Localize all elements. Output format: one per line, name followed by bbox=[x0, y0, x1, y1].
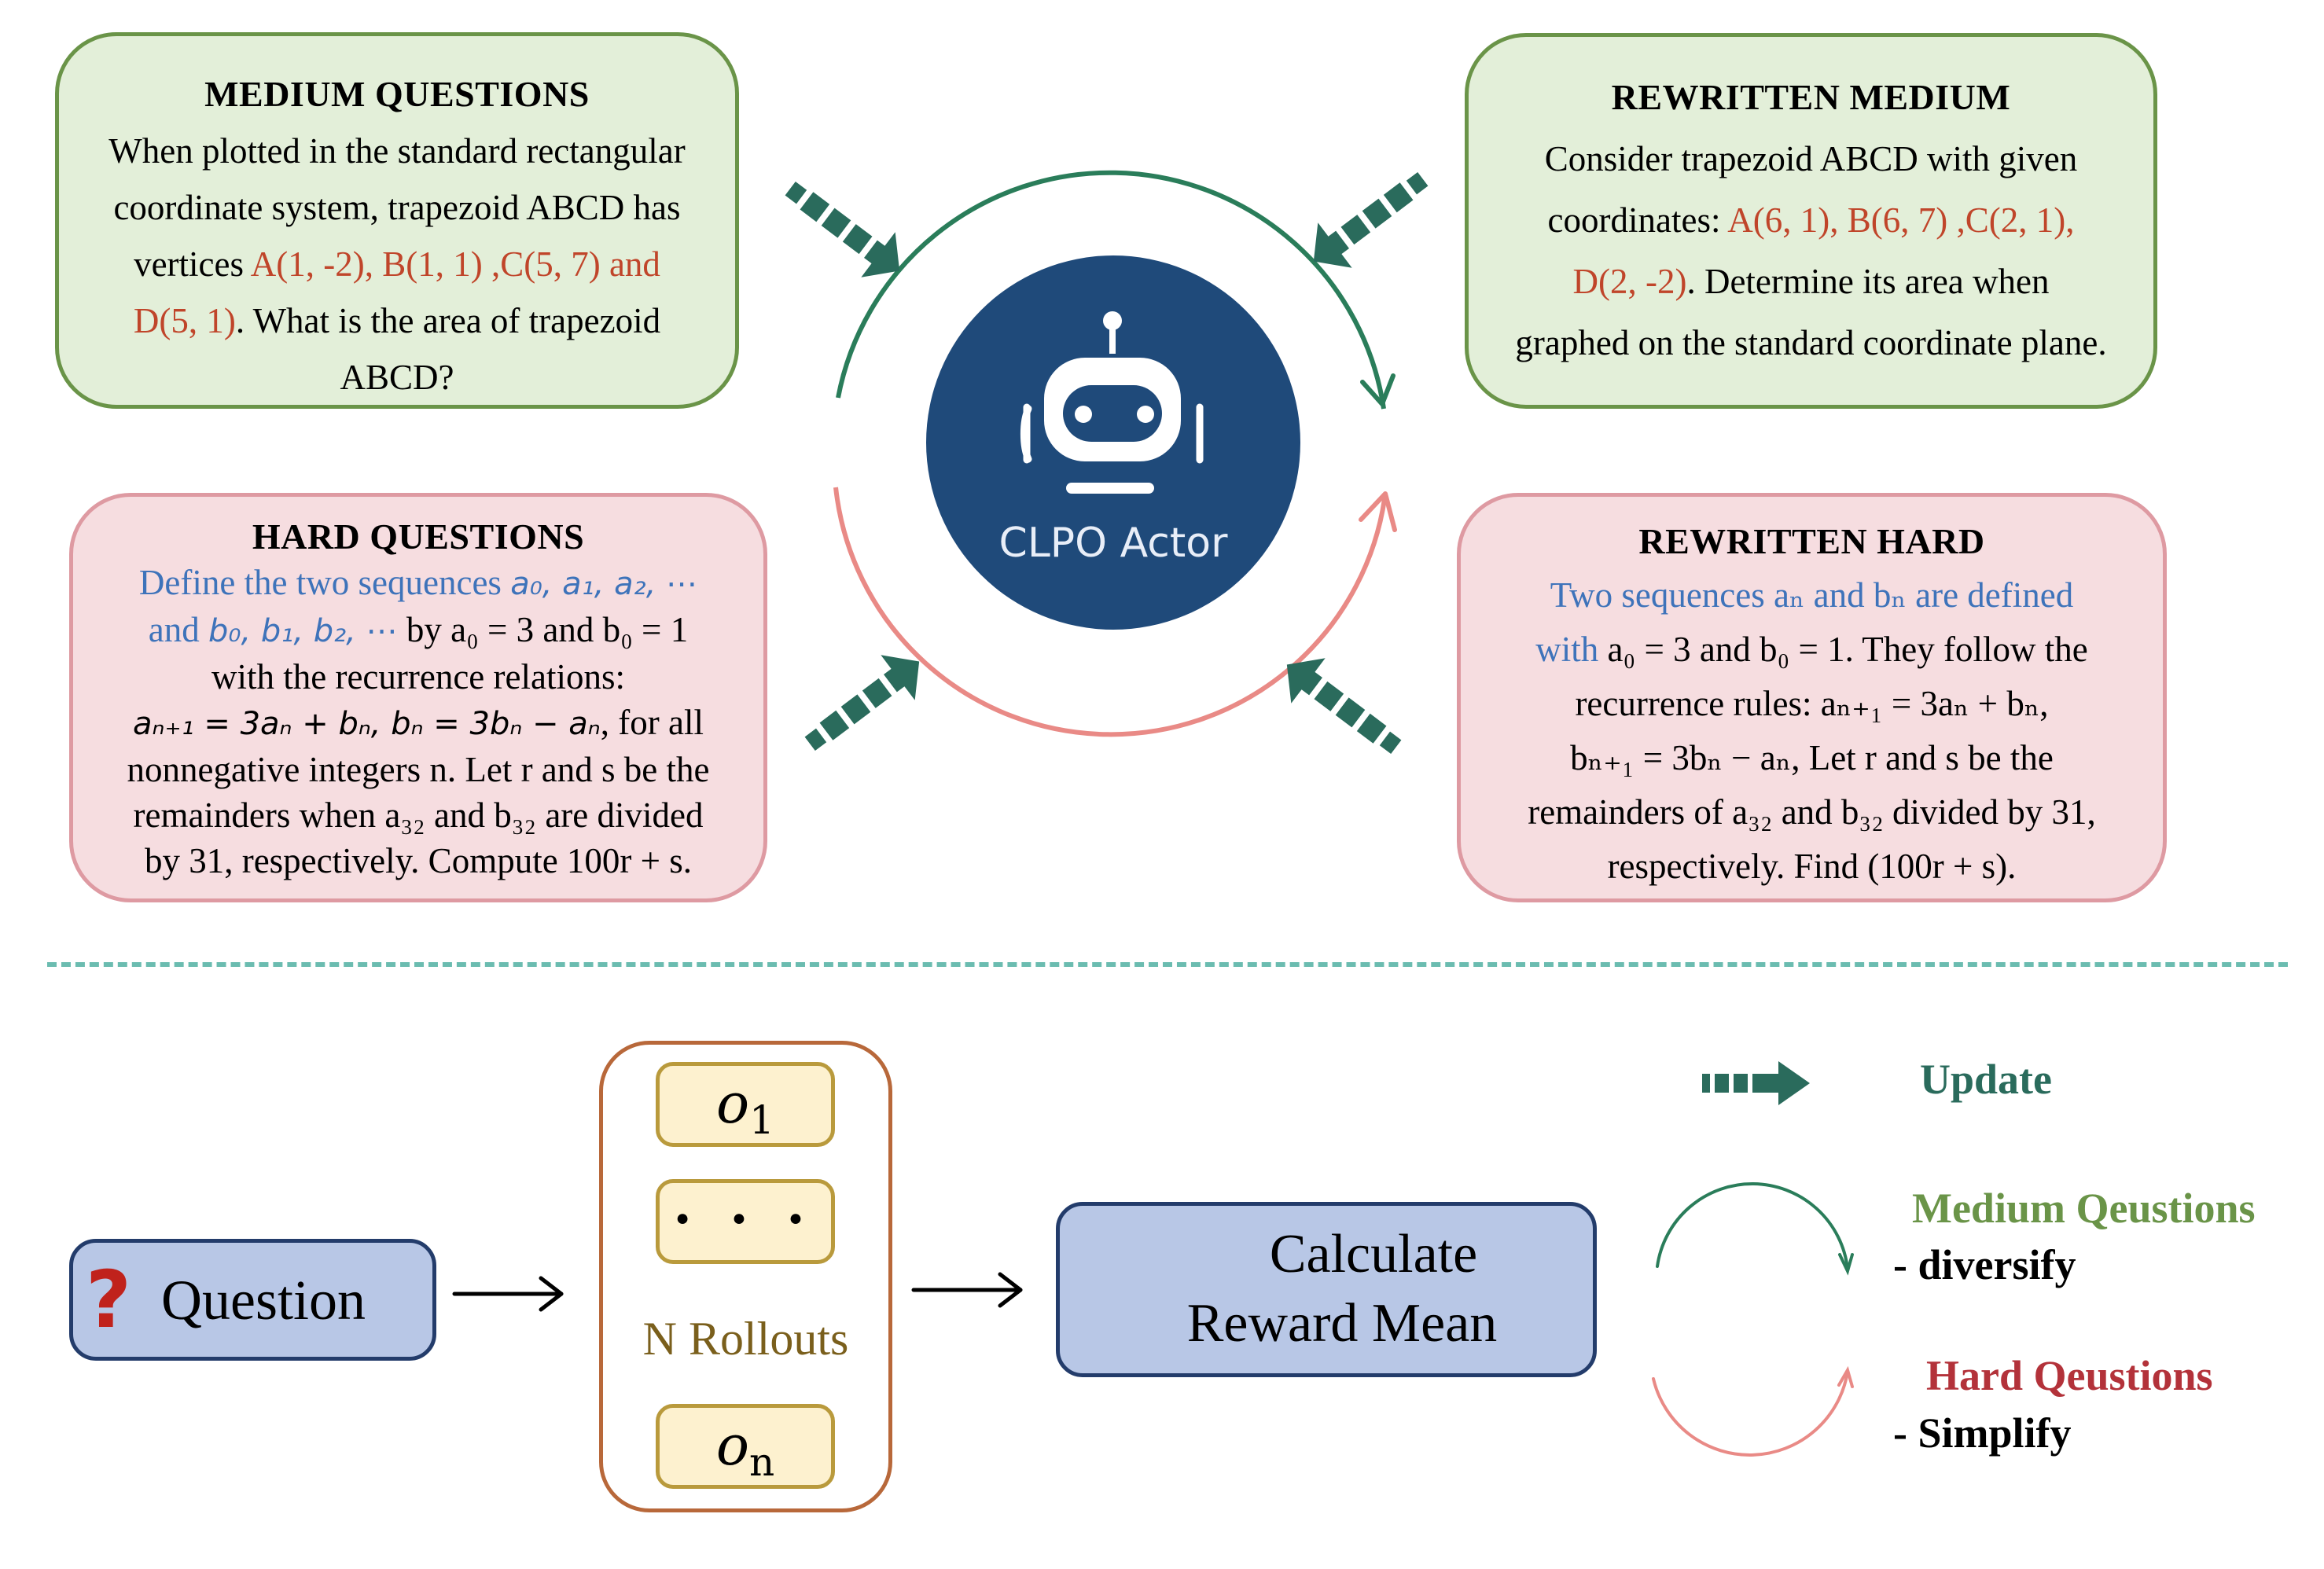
text-line: D(5, 1). What is the area of trapezoid bbox=[59, 292, 735, 349]
legend-update-label: Update bbox=[1920, 1056, 2053, 1103]
question-box: ? Question bbox=[69, 1239, 436, 1361]
hard-cycle-arrowhead bbox=[1359, 491, 1397, 532]
text-span: with bbox=[1535, 630, 1608, 669]
text-line: vertices A(1, -2), B(1, 1) ,C(5, 7) and bbox=[59, 236, 735, 292]
text-line: Consider trapezoid ABCD with given bbox=[1544, 139, 2078, 178]
rollout-1: o1 bbox=[656, 1062, 835, 1147]
text-span: , for all bbox=[600, 703, 704, 742]
text-line: remainders of a₃₂ and b₃₂ divided by 31, bbox=[1528, 792, 2096, 832]
hard-questions-title: HARD QUESTIONS bbox=[252, 516, 585, 557]
robot-icon bbox=[1020, 311, 1204, 494]
text-line: Two sequences aₙ and bₙ are defined bbox=[1550, 575, 2074, 615]
arrow-rollouts-to-calc bbox=[911, 1272, 1023, 1308]
medium-questions-title: MEDIUM QUESTIONS bbox=[204, 74, 590, 114]
rollout-ellipsis: • • • bbox=[656, 1179, 835, 1264]
rollout-subscript: n bbox=[748, 1439, 775, 1485]
calc-label-line1: Calculate bbox=[1269, 1224, 1478, 1284]
text-span: by a₀ = 3 and b₀ = 1 bbox=[397, 610, 689, 649]
coordinates-highlight: A(1, -2), B(1, 1) ,C(5, 7) and bbox=[250, 244, 660, 284]
text-line: respectively. Find (100r + s). bbox=[1607, 847, 2017, 886]
rollouts-group: o1 • • • N Rollouts on bbox=[599, 1041, 892, 1512]
text-span: . Determine its area when bbox=[1686, 262, 2050, 301]
math-span: a₀, a₁, a₂, ⋯ bbox=[510, 566, 698, 602]
legend-hard-title: Hard Qeustions bbox=[1926, 1352, 2213, 1399]
text-line: recurrence rules: aₙ₊₁ = 3aₙ + bₙ, bbox=[1575, 684, 2049, 723]
update-arrow-top-right bbox=[1313, 171, 1429, 268]
section-separator bbox=[47, 962, 2288, 967]
calculate-reward-box: Calculate Reward Mean bbox=[1056, 1202, 1597, 1377]
text-line: with a₀ = 3 and b₀ = 1. They follow the bbox=[1461, 623, 2163, 677]
legend-update-arrow-icon bbox=[1702, 1061, 1810, 1105]
text-line: ABCD? bbox=[340, 358, 454, 397]
update-arrow-bottom-left bbox=[804, 655, 920, 751]
coordinates-highlight: D(5, 1) bbox=[133, 301, 236, 340]
rollout-symbol: o bbox=[716, 1071, 750, 1136]
question-mark-icon: ? bbox=[86, 1254, 132, 1346]
text-line: and b₀, b₁, b₂, ⋯ by a₀ = 3 and b₀ = 1 bbox=[73, 607, 763, 654]
text-line: bₙ₊₁ = 3bₙ − aₙ, Let r and s be the bbox=[1570, 738, 2054, 777]
text-line: When plotted in the standard rectangular bbox=[108, 131, 686, 171]
text-span: vertices bbox=[134, 244, 251, 284]
math-span: aₙ₊₁ = 3aₙ + bₙ, bₙ = 3bₙ − aₙ bbox=[133, 706, 601, 742]
rollouts-label: N Rollouts bbox=[642, 1313, 849, 1365]
question-label: Question bbox=[161, 1269, 366, 1332]
rollout-n: on bbox=[656, 1404, 835, 1489]
text-span: . What is the area of trapezoid bbox=[235, 301, 661, 340]
rewritten-hard-box: REWRITTEN HARD Two sequences aₙ and bₙ a… bbox=[1457, 493, 2167, 902]
update-arrow-bottom-right bbox=[1286, 658, 1402, 755]
math-span: b₀, b₁, b₂, ⋯ bbox=[208, 613, 398, 649]
text-line: coordinate system, trapezoid ABCD has bbox=[113, 188, 681, 227]
hard-cycle-arc bbox=[833, 487, 1388, 737]
calc-label-line2: Reward Mean bbox=[1186, 1293, 1498, 1354]
text-line: with the recurrence relations: bbox=[211, 657, 625, 696]
text-span: and bbox=[148, 610, 209, 649]
rollout-subscript: 1 bbox=[749, 1097, 774, 1143]
text-line: by 31, respectively. Compute 100r + s. bbox=[144, 841, 693, 880]
coordinates-highlight: D(2, -2) bbox=[1572, 262, 1687, 301]
text-line: graphed on the standard coordinate plane… bbox=[1515, 323, 2107, 362]
medium-cycle-arc bbox=[836, 170, 1386, 410]
rewritten-medium-box: REWRITTEN MEDIUM Consider trapezoid ABCD… bbox=[1465, 33, 2157, 409]
text-span: Define the two sequences bbox=[138, 563, 511, 602]
actor-label: CLPO Actor bbox=[999, 520, 1229, 567]
text-line: D(2, -2). Determine its area when bbox=[1469, 251, 2153, 312]
arrow-question-to-rollouts bbox=[452, 1276, 564, 1312]
clpo-actor: CLPO Actor bbox=[926, 255, 1300, 630]
legend-medium-arc-icon bbox=[1656, 1182, 1854, 1276]
rollout-symbol: o bbox=[715, 1413, 749, 1478]
rewritten-medium-title: REWRITTEN MEDIUM bbox=[1611, 77, 2011, 117]
hard-questions-box: HARD QUESTIONS Define the two sequences … bbox=[69, 493, 767, 902]
text-line: Define the two sequences a₀, a₁, a₂, ⋯ bbox=[73, 560, 763, 607]
text-line: remainders when a₃₂ and b₃₂ are divided bbox=[133, 796, 704, 835]
coordinates-highlight: A(6, 1), B(6, 7) ,C(2, 1), bbox=[1727, 200, 2075, 240]
medium-questions-box: MEDIUM QUESTIONS When plotted in the sta… bbox=[55, 32, 739, 409]
ellipsis-dots: • • • bbox=[672, 1200, 818, 1240]
legend-medium-title: Medium Qeustions bbox=[1912, 1185, 2256, 1232]
legend-hard-arc-icon bbox=[1652, 1365, 1854, 1457]
text-line: nonnegative integers n. Let r and s be t… bbox=[127, 750, 710, 789]
rewritten-hard-title: REWRITTEN HARD bbox=[1638, 521, 1985, 561]
medium-cycle-arrowhead bbox=[1360, 373, 1396, 406]
legend-medium-subtitle: - diversify bbox=[1893, 1241, 2076, 1288]
legend-hard-subtitle: - Simplify bbox=[1893, 1409, 2072, 1457]
medium-questions-text: When plotted in the standard rectangular… bbox=[59, 123, 735, 406]
update-arrow-top-left bbox=[785, 181, 900, 277]
text-line: aₙ₊₁ = 3aₙ + bₙ, bₙ = 3bₙ − aₙ, for all bbox=[73, 700, 763, 747]
text-span: coordinates: bbox=[1547, 200, 1728, 240]
text-span: a₀ = 3 and b₀ = 1. They follow the bbox=[1607, 630, 2088, 669]
text-line: coordinates: A(6, 1), B(6, 7) ,C(2, 1), bbox=[1469, 189, 2153, 251]
